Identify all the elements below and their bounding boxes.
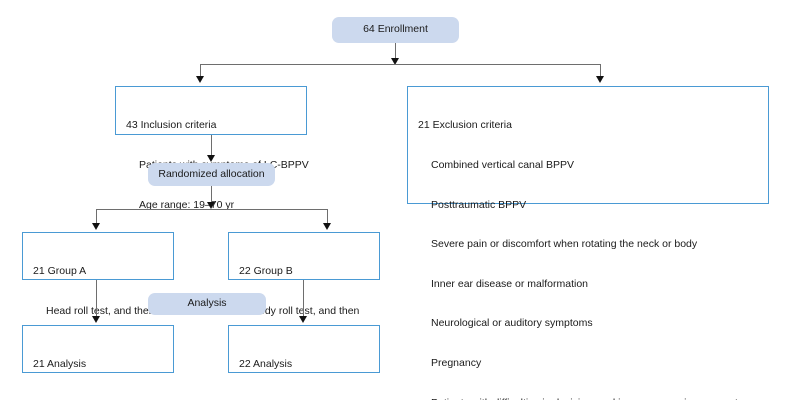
node-analysis-a: 21 Analysis Nystagmus Discomfort and pai… — [22, 325, 174, 400]
group-b-heading: 22 Group B — [239, 265, 293, 278]
analysis-b-item-0: Nystagmus — [239, 398, 379, 400]
node-group-a: 21 Group A Head roll test, and then Body… — [22, 232, 174, 357]
analysis-a-item-0: Nystagmus — [33, 398, 173, 400]
arrowhead-group-a — [92, 223, 100, 230]
arrowhead-group-b — [323, 223, 331, 230]
arrowhead-group-split — [207, 202, 215, 209]
connector-randomization-stem — [211, 186, 212, 204]
connector-split-bar-top — [200, 64, 600, 65]
exclusion-item-4: Neurological or auditory symptoms — [431, 317, 593, 330]
exclusion-item-5: Pregnancy — [431, 357, 482, 370]
connector-inclusion-to-randomization — [211, 135, 212, 157]
group-a-heading: 21 Group A — [33, 265, 87, 278]
analysis-label-text: Analysis — [187, 297, 227, 310]
arrowhead-randomization — [207, 155, 215, 162]
arrowhead-enrollment-split — [391, 58, 399, 65]
connector-group-a-to-analysis-a — [96, 280, 97, 320]
exclusion-item-0: Combined vertical canal BPPV — [431, 159, 574, 172]
inclusion-heading: 43 Inclusion criteria — [126, 119, 217, 132]
connector-to-exclusion — [600, 64, 601, 78]
arrowhead-analysis-b — [299, 316, 307, 323]
connector-to-group-a — [96, 209, 97, 225]
exclusion-heading: 21 Exclusion criteria — [418, 119, 512, 132]
exclusion-item-1: Posttraumatic BPPV — [431, 198, 527, 211]
randomized-allocation-label: Randomized allocation — [158, 167, 265, 180]
node-analysis-b: 22 Analysis Nystagmus Discomfort and pai… — [228, 325, 380, 400]
connector-group-b-to-analysis-b — [303, 280, 304, 320]
connector-to-inclusion — [200, 64, 201, 78]
connector-enrollment-stem — [395, 43, 396, 60]
node-exclusion-criteria: 21 Exclusion criteria Combined vertical … — [407, 86, 769, 400]
node-enrollment-label: 64 Enrollment — [363, 23, 428, 36]
group-a-item-0: Head roll test, and then — [46, 305, 155, 318]
node-randomized-allocation: Randomized allocation — [148, 163, 275, 186]
exclusion-item-6: Patients with difficulties in decision- … — [418, 397, 768, 400]
node-enrollment: 64 Enrollment — [332, 17, 459, 43]
arrowhead-exclusion — [596, 76, 604, 83]
node-analysis-label: Analysis — [148, 293, 266, 315]
connector-to-group-b — [327, 209, 328, 225]
analysis-a-heading: 21 Analysis — [33, 358, 87, 371]
analysis-b-heading: 22 Analysis — [239, 358, 293, 371]
node-inclusion-criteria: 43 Inclusion criteria Patients with symp… — [115, 86, 309, 211]
exclusion-item-3: Inner ear disease or malformation — [431, 277, 588, 290]
arrowhead-inclusion — [196, 76, 204, 83]
connector-split-bar-groups — [96, 209, 327, 210]
node-group-b: 22 Group B Body roll test, and then Head… — [228, 232, 380, 357]
exclusion-item-2: Severe pain or discomfort when rotating … — [431, 238, 698, 251]
arrowhead-analysis-a — [92, 316, 100, 323]
